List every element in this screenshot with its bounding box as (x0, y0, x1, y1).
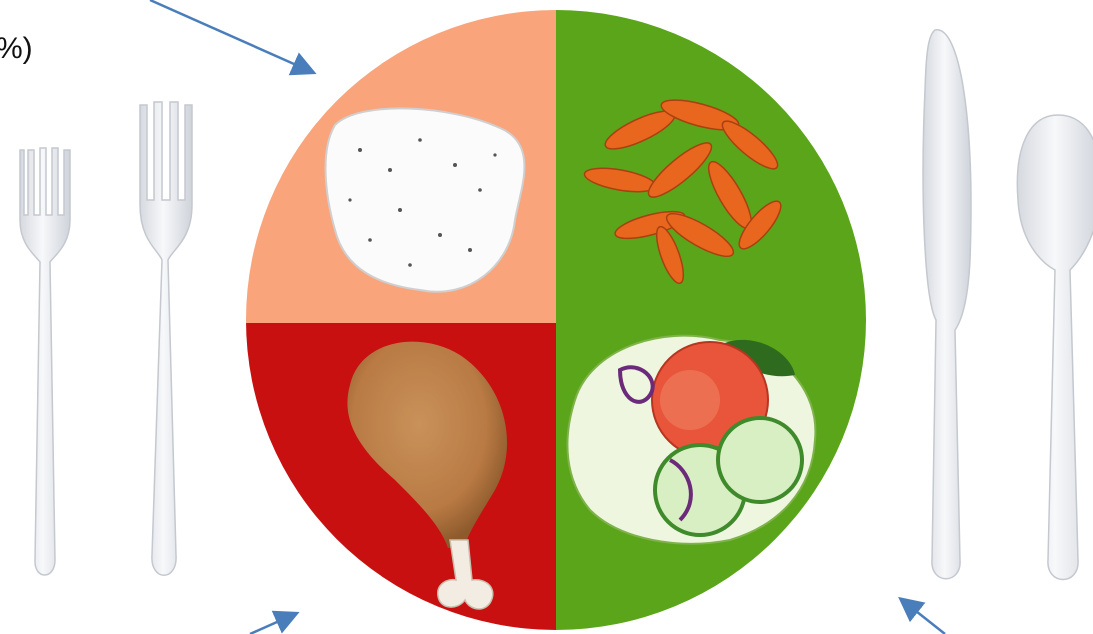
fork-icon (140, 102, 192, 575)
arrow-icon (250, 614, 295, 634)
arrow-icon (902, 600, 945, 634)
arrow-icon (150, 0, 312, 72)
fork-icon (20, 148, 70, 575)
knife-icon (923, 30, 971, 579)
plate (240, 5, 872, 634)
salad-icon (567, 336, 815, 544)
rice-icon (326, 108, 525, 291)
partial-caption-text: %) (0, 32, 33, 66)
spoon-icon (1017, 115, 1093, 580)
